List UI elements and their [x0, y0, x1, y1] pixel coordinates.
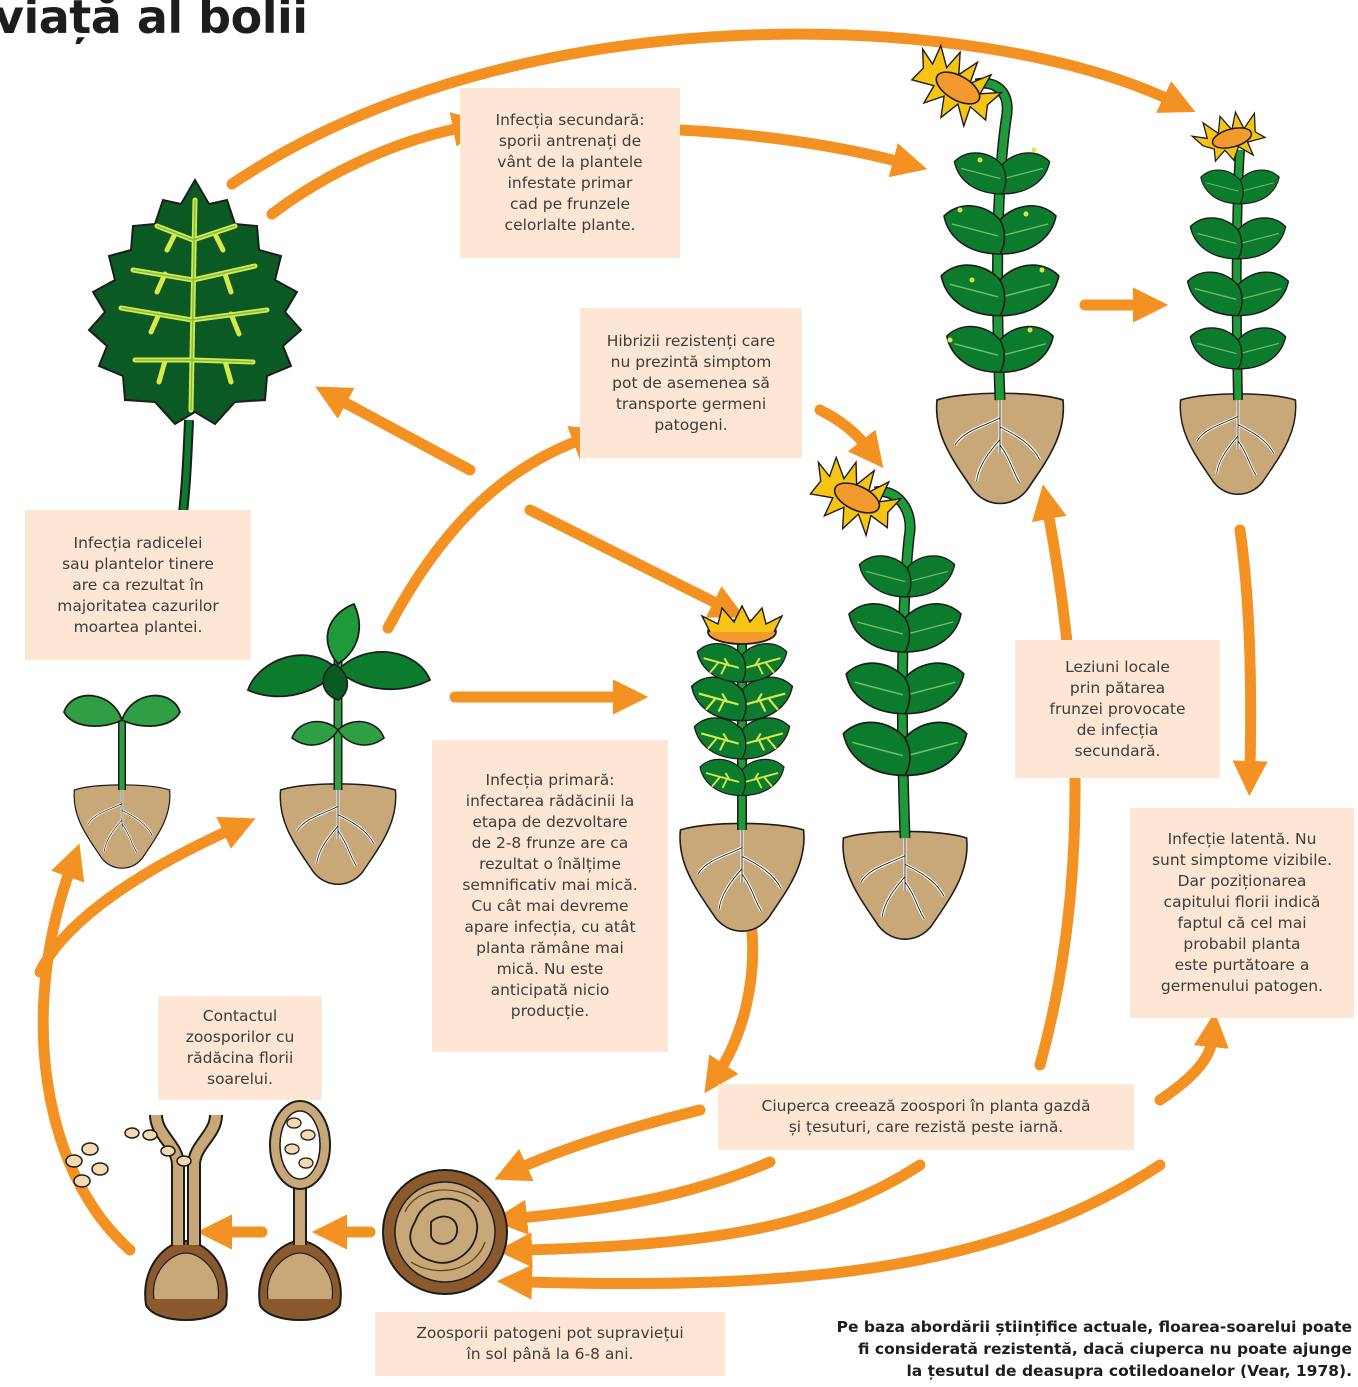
primary-infection-box: Infecția primară: infectarea rădăcinii l…	[432, 740, 668, 1052]
young-plant-icon	[248, 604, 430, 884]
seedling-icon	[64, 696, 180, 869]
local-lesions-box: Leziuni locale prin pătarea frunzei prov…	[1015, 640, 1220, 778]
arrow-young-to-hybrid	[388, 440, 580, 628]
arrow-to-oospore-2	[520, 1162, 770, 1218]
arrow-tall-down	[1040, 512, 1075, 1065]
arrow-to-oospore-4	[525, 1165, 1160, 1284]
sunflower-icon	[797, 448, 967, 939]
sunflower-icon	[1180, 107, 1296, 495]
zoospore-contact-box: Contactul zoosporilor cu rădăcina florii…	[158, 996, 322, 1100]
zoosporangium-icon	[66, 1115, 227, 1320]
secondary-infection-box: Infecția secundară: sporii antrenați de …	[460, 88, 680, 258]
radicle-infection-box: Infecția radicelei sau plantelor tinere …	[25, 510, 251, 660]
arrow-latent-down	[1160, 1040, 1212, 1100]
arrow-leaf-to-dwarf	[530, 510, 720, 605]
resistance-footnote: Pe baza abordării științifice actuale, f…	[732, 1316, 1352, 1382]
page-title: viață al bolii	[0, 0, 308, 44]
arrow-secondary-to-sunflower	[680, 130, 900, 162]
arrow-hybrid-to-sunflower	[820, 410, 866, 446]
zoospore-survival-box: Zoosporii patogeni pot supraviețui în so…	[375, 1312, 725, 1376]
arrow-sporangium-to-seedling	[43, 870, 130, 1250]
arrow-dwarf-down	[720, 915, 753, 1070]
arrow-to-oospore-1	[520, 1110, 700, 1168]
zoosporangium-icon	[259, 1101, 341, 1320]
zoospore-creation-box: Ciuperca creează zoospori în planta gazd…	[718, 1084, 1134, 1150]
infected-leaf-icon	[89, 180, 301, 530]
arrow-up-to-leaf	[340, 400, 470, 470]
hybrids-box: Hibrizii rezistenți care nu prezintă sim…	[580, 308, 802, 458]
arrow-latent-line	[1240, 530, 1251, 768]
sunflower-icon	[898, 35, 1064, 503]
oospore-icon	[383, 1170, 507, 1294]
latent-infection-box: Infecție latentă. Nu sunt simptome vizib…	[1130, 808, 1354, 1018]
sunflower-icon	[680, 606, 804, 931]
